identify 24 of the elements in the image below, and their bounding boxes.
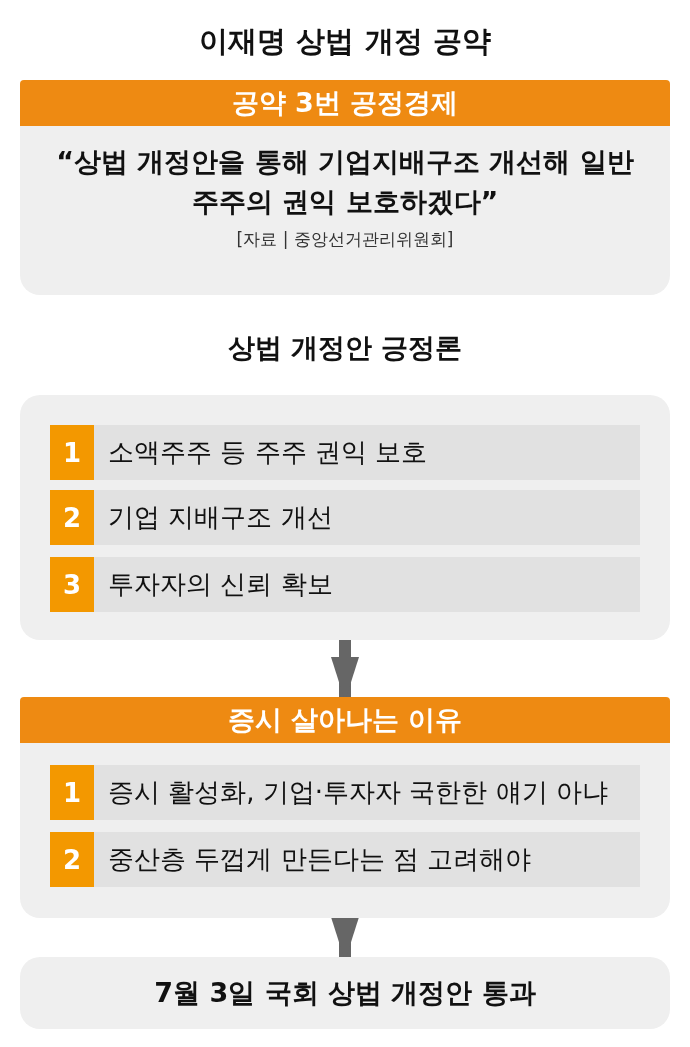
item-text: 투자자의 신뢰 확보 bbox=[108, 568, 334, 601]
panel-header: 공약 3번 공정경제 bbox=[20, 80, 670, 126]
list-item bbox=[50, 832, 640, 887]
number-badge: 2 bbox=[50, 832, 94, 887]
number-badge: 2 bbox=[50, 490, 94, 545]
panel-header: 증시 살아나는 이유 bbox=[20, 697, 670, 743]
list-item bbox=[50, 425, 640, 480]
result-box: 7월 3일 국회 상법 개정안 통과 bbox=[20, 957, 670, 1029]
quote-text: “상법 개정안을 통해 기업지배구조 개선해 일반 주주의 권익 보호하겠다” bbox=[55, 145, 635, 219]
item-text: 중산층 두껍게 만든다는 점 고려해야 bbox=[108, 843, 533, 876]
number-badge: 1 bbox=[50, 425, 94, 480]
item-text: 기업 지배구조 개선 bbox=[108, 501, 334, 534]
list-item bbox=[50, 557, 640, 612]
diagram-title: 이재명 상법 개정 공약 bbox=[198, 23, 492, 60]
section-panel bbox=[20, 697, 670, 918]
number-badge: 3 bbox=[50, 557, 94, 612]
item-text: 소액주주 등 주주 권익 보호 bbox=[108, 436, 429, 469]
list-item bbox=[50, 490, 640, 545]
item-text: 증시 활성화, 기업·투자자 국한한 얘기 아냐 bbox=[108, 776, 609, 809]
section-heading: 상법 개정안 긍정론 bbox=[226, 331, 464, 365]
number-badge: 1 bbox=[50, 765, 94, 820]
list-item bbox=[50, 765, 640, 820]
source-note: [자료 | 중앙선거관리위원회] bbox=[235, 228, 455, 251]
quote-card bbox=[20, 80, 670, 295]
